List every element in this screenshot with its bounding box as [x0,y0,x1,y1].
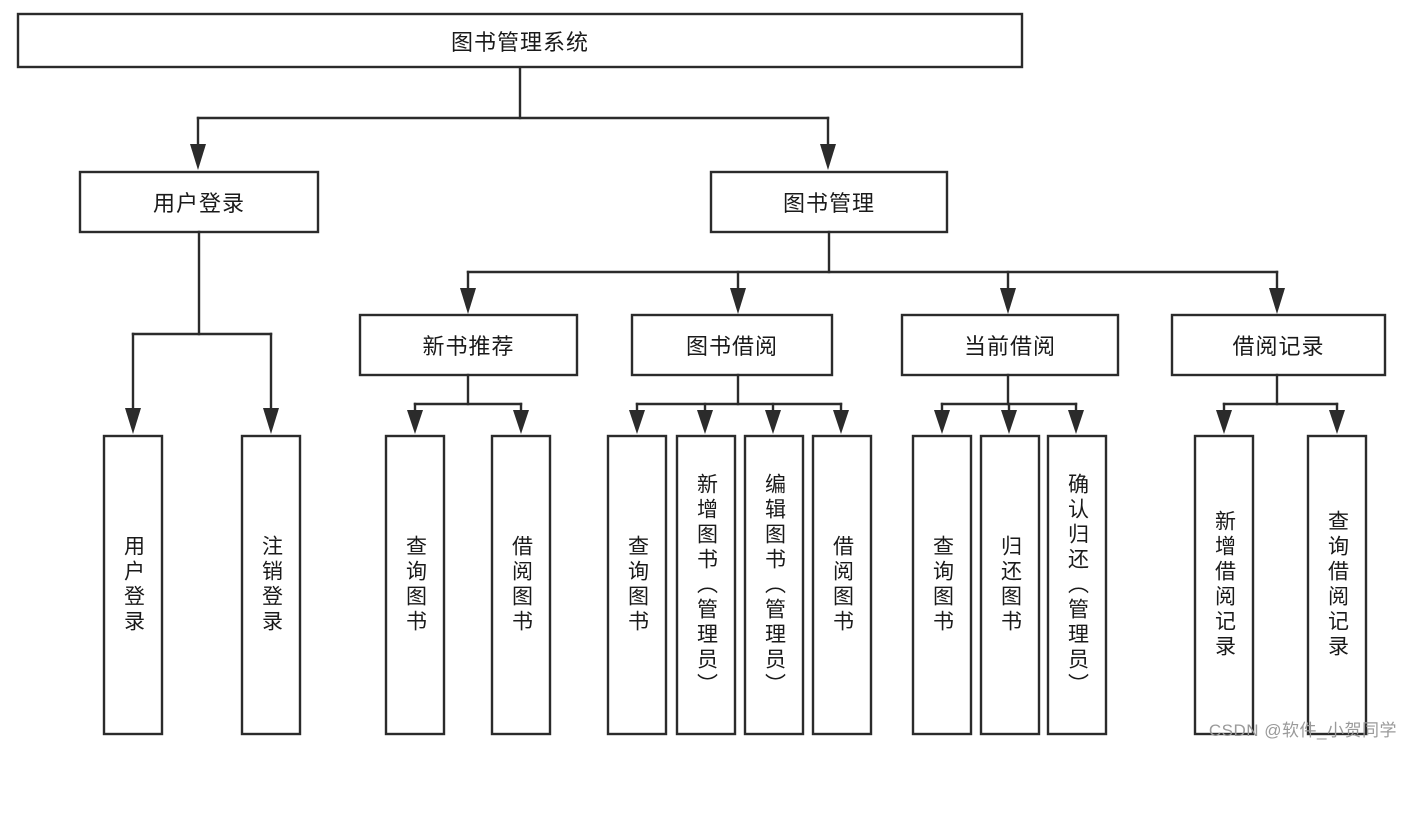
arrow-head-leaf-br-2 [1329,410,1345,434]
node-box-book-borrow[interactable] [630,313,834,377]
node-box-new-book-recommend[interactable] [358,313,579,377]
arrow-head-user-login [190,144,206,170]
arrow-head-leaf-bb-3 [765,410,781,434]
node-box-leaf-br-add-record[interactable] [1193,434,1255,736]
connector-group-root [190,65,836,170]
node-box-leaf-nbr-query-book[interactable] [384,434,446,736]
node-box-book-manage[interactable] [709,170,949,234]
node-box-user-login[interactable] [78,170,320,234]
arrow-head-leaf-nbr-2 [513,410,529,434]
arrow-head-leaf-user-login-2 [263,408,279,434]
arrow-head-borrow-record [1269,288,1285,314]
node-box-leaf-logout[interactable] [240,434,302,736]
node-box-leaf-br-query-record[interactable] [1306,434,1368,736]
flowchart-canvas: 图书管理系统 用户登录 图书管理 新书推荐 图书借阅 当前借阅 借阅记录 用户登… [16,12,1397,740]
node-box-current-borrow[interactable] [900,313,1120,377]
arrow-head-leaf-br-1 [1216,410,1232,434]
connector-group-new-book-recommend [407,373,529,434]
csdn-watermark: CSDN @软件_小贺同学 [1208,721,1397,740]
node-box-leaf-nbr-borrow-book[interactable] [490,434,552,736]
arrow-head-leaf-cb-2 [1001,410,1017,434]
node-box-leaf-bb-borrow-book[interactable] [811,434,873,736]
node-box-leaf-bb-query-book[interactable] [606,434,668,736]
arrow-head-leaf-bb-4 [833,410,849,434]
connector-group-book-manage [460,230,1285,314]
arrow-head-new-book-recommend [460,288,476,314]
arrow-head-leaf-nbr-1 [407,410,423,434]
arrow-head-current-borrow [1000,288,1016,314]
node-box-borrow-record[interactable] [1170,313,1387,377]
arrow-head-book-borrow [730,288,746,314]
connector-group-borrow-record [1216,373,1345,434]
node-box-leaf-cb-return-book[interactable] [979,434,1041,736]
arrow-head-leaf-bb-2 [697,410,713,434]
arrow-head-leaf-cb-3 [1068,410,1084,434]
node-box-leaf-cb-confirm-return[interactable] [1046,434,1108,736]
connector-group-user-login [125,230,279,434]
flowchart-svg [16,12,1387,736]
node-box-root[interactable] [16,12,1024,69]
arrow-head-leaf-cb-1 [934,410,950,434]
node-box-leaf-user-login[interactable] [102,434,164,736]
arrow-head-book-manage [820,144,836,170]
arrow-head-leaf-bb-1 [629,410,645,434]
connector-group-book-borrow [629,373,849,434]
connector-group-current-borrow [934,373,1084,434]
arrow-head-leaf-user-login-1 [125,408,141,434]
node-box-leaf-cb-query-book[interactable] [911,434,973,736]
node-box-leaf-bb-add-book[interactable] [675,434,737,736]
node-box-leaf-bb-edit-book[interactable] [743,434,805,736]
